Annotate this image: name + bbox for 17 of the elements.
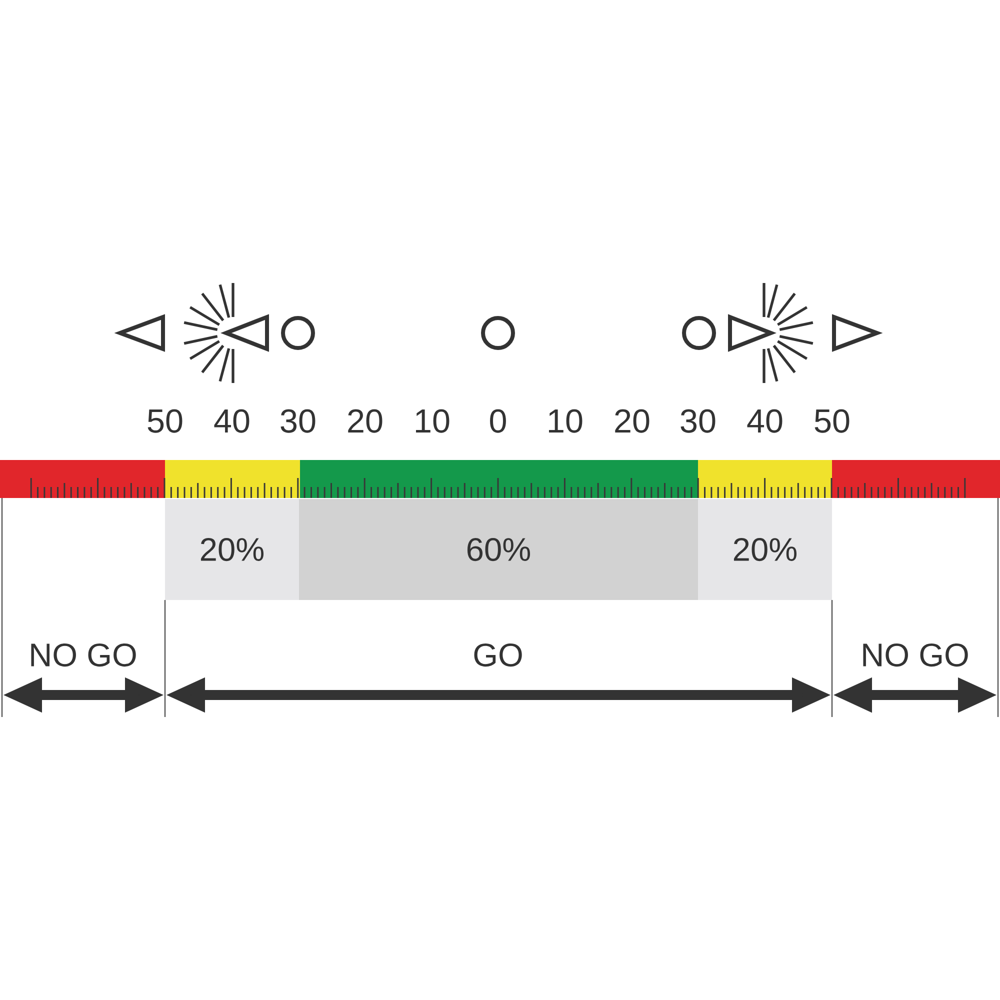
region-box: 20% bbox=[698, 499, 832, 600]
scale-number: 40 bbox=[214, 409, 250, 433]
scale-number: 30 bbox=[280, 409, 316, 433]
scale-number: 20 bbox=[615, 409, 650, 433]
scale-number: 50 bbox=[814, 409, 850, 433]
region-box: 20% bbox=[165, 499, 299, 600]
scale-number: 10 bbox=[549, 409, 582, 433]
scale-number: 30 bbox=[680, 409, 716, 433]
region-box: 60% bbox=[299, 499, 698, 600]
scale-number: 20 bbox=[348, 409, 382, 433]
scale-number: 10 bbox=[416, 409, 450, 433]
scale-number: 50 bbox=[148, 409, 182, 433]
zone-label: NO GO bbox=[863, 643, 968, 667]
zone-label: GO bbox=[474, 643, 522, 667]
zone-label: NO GO bbox=[31, 643, 136, 667]
scale-number: 0 bbox=[490, 409, 506, 433]
scale-number: 40 bbox=[747, 409, 782, 433]
